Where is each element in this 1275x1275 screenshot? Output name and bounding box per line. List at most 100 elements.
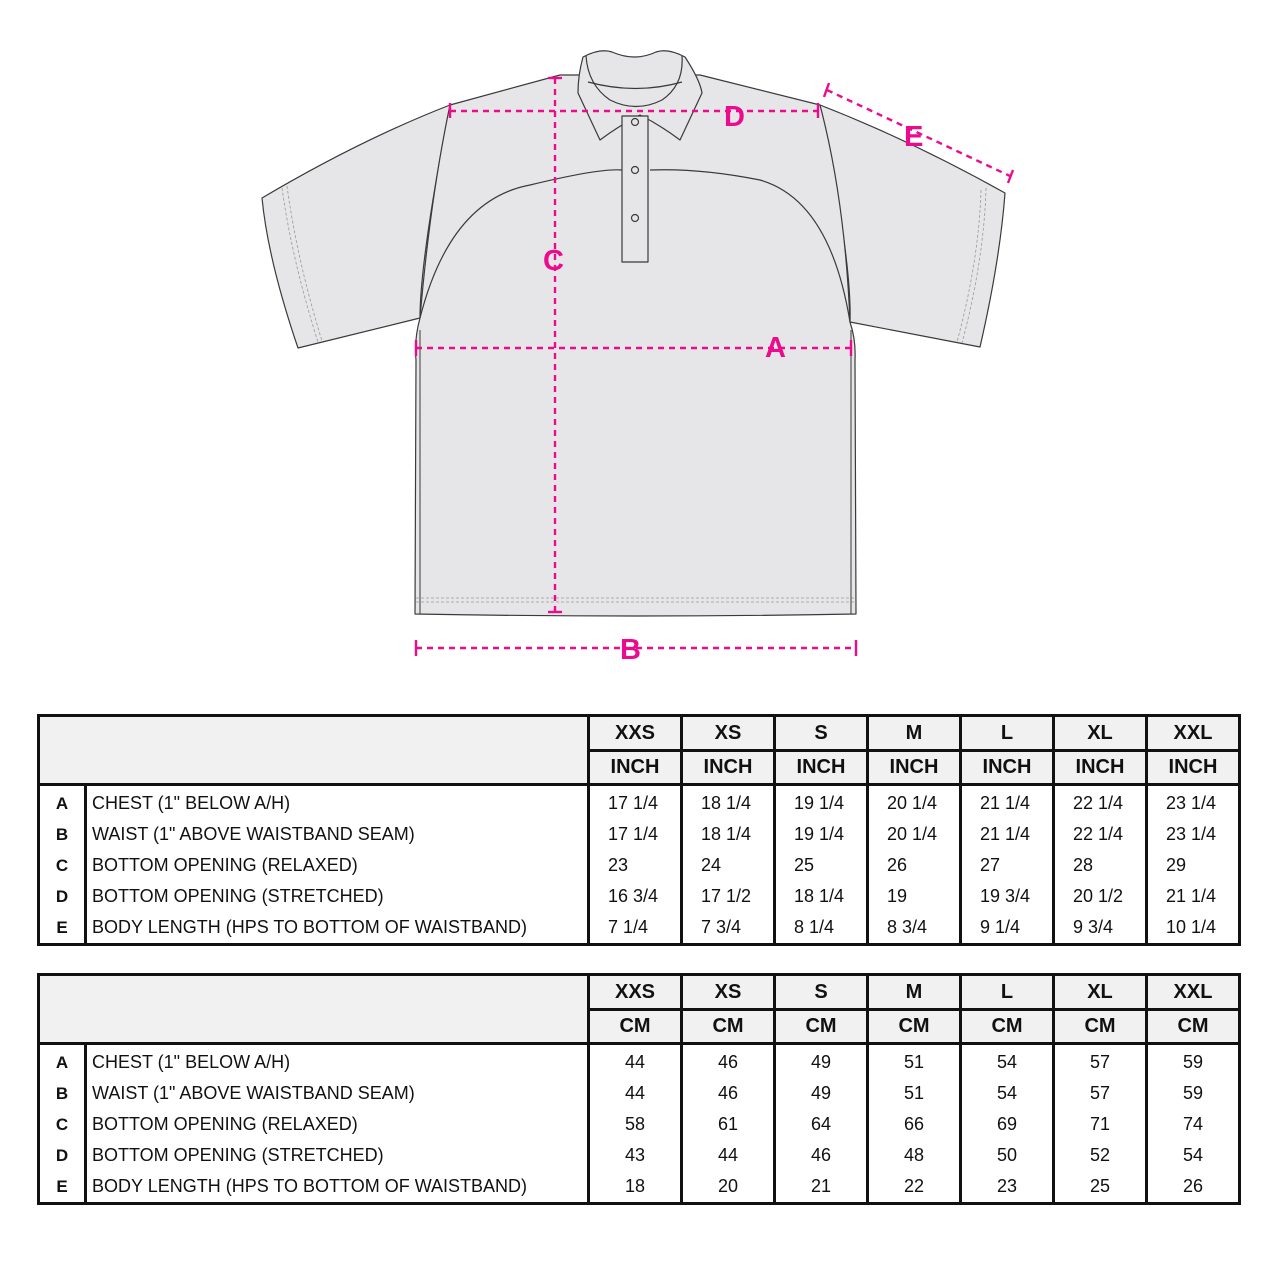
cell-value: 25 [1052, 1171, 1147, 1204]
size-header: M [866, 974, 961, 1011]
row-letter: D [38, 881, 87, 912]
cell-value: 27 [959, 850, 1054, 881]
cell-value: 44 [587, 1043, 682, 1078]
cell-value: 69 [959, 1109, 1054, 1140]
cell-value: 64 [773, 1109, 868, 1140]
size-header: XS [680, 974, 775, 1011]
cell-value: 7 1/4 [587, 912, 682, 945]
size-header: XL [1052, 974, 1147, 1011]
unit-header: INCH [1052, 750, 1147, 786]
unit-header: INCH [959, 750, 1054, 786]
cell-value: 54 [959, 1078, 1054, 1109]
row-letter: C [38, 1109, 87, 1140]
button-icon [630, 213, 640, 223]
cell-value: 57 [1052, 1078, 1147, 1109]
table-row: B WAIST (1" ABOVE WAISTBAND SEAM) 17 1/4… [38, 819, 1240, 850]
cell-value: 24 [680, 850, 775, 881]
row-description: BOTTOM OPENING (RELAXED) [92, 855, 358, 875]
row-description: BODY LENGTH (HPS TO BOTTOM OF WAISTBAND) [92, 1176, 528, 1196]
cell-value: 19 [866, 881, 961, 912]
cell-value: 66 [866, 1109, 961, 1140]
table-row: B WAIST (1" ABOVE WAISTBAND SEAM) 44 46 … [38, 1078, 1240, 1109]
cell-value: 54 [1145, 1140, 1240, 1171]
cell-value: 74 [1145, 1109, 1240, 1140]
cell-value: 26 [866, 850, 961, 881]
cell-value: 7 3/4 [680, 912, 775, 945]
unit-header: CM [1145, 1009, 1240, 1045]
cell-value: 21 1/4 [1145, 881, 1240, 912]
header-blank [38, 974, 590, 1045]
table-row: C BOTTOM OPENING (RELAXED) 58 61 64 66 6… [38, 1109, 1240, 1140]
cell-value: 59 [1145, 1078, 1240, 1109]
cell-value: 22 [866, 1171, 961, 1204]
cell-value: 26 [1145, 1171, 1240, 1204]
cell-value: 61 [680, 1109, 775, 1140]
cell-value: 23 1/4 [1145, 819, 1240, 850]
row-description: BOTTOM OPENING (STRETCHED) [92, 886, 384, 906]
cell-value: 23 [959, 1171, 1054, 1204]
row-description: BOTTOM OPENING (STRETCHED) [92, 1145, 384, 1165]
table-row: D BOTTOM OPENING (STRETCHED) 43 44 46 48… [38, 1140, 1240, 1171]
cell-value: 18 1/4 [773, 881, 868, 912]
cell-value: 25 [773, 850, 868, 881]
row-letter: C [38, 850, 87, 881]
header-blank [38, 715, 590, 786]
table-row: A CHEST (1" BELOW A/H) 17 1/4 18 1/4 19 … [38, 784, 1240, 819]
cell-value: 19 1/4 [773, 819, 868, 850]
button-icon [630, 165, 640, 175]
cell-value: 8 3/4 [866, 912, 961, 945]
row-description: BOTTOM OPENING (RELAXED) [92, 1114, 358, 1134]
marker-e-label: E [904, 121, 923, 153]
cell-value: 20 [680, 1171, 775, 1204]
row-description: CHEST (1" BELOW A/H) [92, 1052, 291, 1072]
cell-value: 23 [587, 850, 682, 881]
size-header: L [959, 715, 1054, 752]
cell-value: 71 [1052, 1109, 1147, 1140]
polo-shirt-illustration: D C A B E [261, 50, 1015, 666]
row-description: WAIST (1" ABOVE WAISTBAND SEAM) [92, 824, 415, 844]
size-header: M [866, 715, 961, 752]
row-letter: E [38, 1171, 87, 1204]
unit-header: CM [680, 1009, 775, 1045]
row-letter: B [38, 1078, 87, 1109]
cell-value: 46 [773, 1140, 868, 1171]
size-chart-cm: XXS XS S M L XL XXL CM CM CM CM CM CM CM… [37, 973, 1241, 1205]
cell-value: 22 1/4 [1052, 784, 1147, 819]
unit-header: CM [773, 1009, 868, 1045]
cell-value: 23 1/4 [1145, 784, 1240, 819]
unit-header: CM [959, 1009, 1054, 1045]
table-row: E BODY LENGTH (HPS TO BOTTOM OF WAISTBAN… [38, 1171, 1240, 1204]
cell-value: 9 3/4 [1052, 912, 1147, 945]
cell-value: 21 [773, 1171, 868, 1204]
unit-header: INCH [680, 750, 775, 786]
shirt-body [414, 74, 857, 617]
cell-value: 19 3/4 [959, 881, 1054, 912]
cell-value: 10 1/4 [1145, 912, 1240, 945]
row-letter: A [38, 1043, 87, 1078]
size-header: XS [680, 715, 775, 752]
size-header: XL [1052, 715, 1147, 752]
size-header: S [773, 974, 868, 1011]
unit-header: INCH [587, 750, 682, 786]
left-sleeve [261, 104, 451, 349]
garment-diagram: D C A B E [261, 50, 1015, 666]
cell-value: 50 [959, 1140, 1054, 1171]
unit-header: CM [587, 1009, 682, 1045]
marker-c-label: C [543, 245, 564, 277]
cell-value: 29 [1145, 850, 1240, 881]
measure-line-e [826, 88, 1011, 178]
cell-value: 43 [587, 1140, 682, 1171]
cell-value: 49 [773, 1078, 868, 1109]
table-row: D BOTTOM OPENING (STRETCHED) 16 3/4 17 1… [38, 881, 1240, 912]
cell-value: 44 [587, 1078, 682, 1109]
size-header: XXL [1145, 974, 1240, 1011]
size-header: S [773, 715, 868, 752]
cell-value: 18 1/4 [680, 819, 775, 850]
cell-value: 59 [1145, 1043, 1240, 1078]
cell-value: 48 [866, 1140, 961, 1171]
size-header: L [959, 974, 1054, 1011]
row-description: WAIST (1" ABOVE WAISTBAND SEAM) [92, 1083, 415, 1103]
cell-value: 57 [1052, 1043, 1147, 1078]
cell-value: 8 1/4 [773, 912, 868, 945]
cell-value: 28 [1052, 850, 1147, 881]
